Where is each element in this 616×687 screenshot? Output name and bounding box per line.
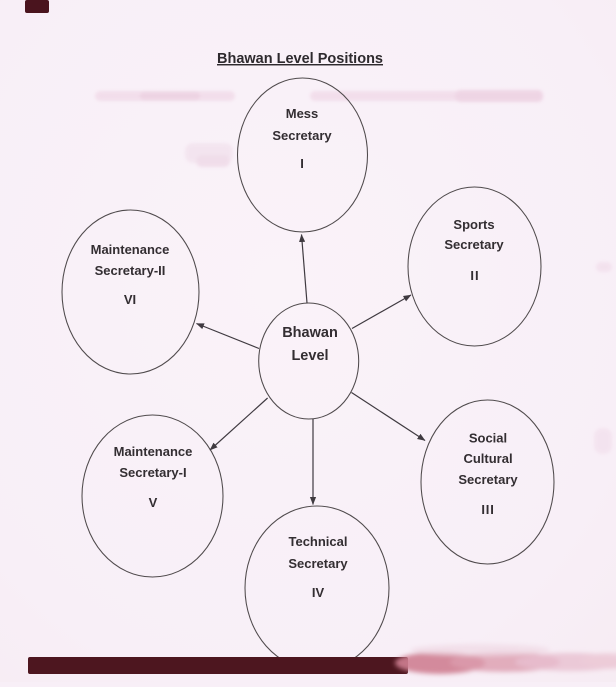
svg-text:Social: Social (469, 431, 507, 446)
svg-text:Secretary: Secretary (458, 472, 518, 487)
svg-text:VI: VI (124, 292, 136, 307)
svg-text:Technical: Technical (288, 534, 347, 549)
svg-text:Secretary-II: Secretary-II (95, 263, 166, 278)
svg-text:Secretary: Secretary (288, 556, 348, 571)
svg-text:Level: Level (291, 348, 328, 364)
svg-text:Secretary-I: Secretary-I (119, 465, 186, 480)
svg-text:Cultural: Cultural (463, 451, 512, 466)
svg-text:II: II (470, 268, 479, 283)
svg-text:Secretary: Secretary (444, 237, 504, 252)
svg-text:Maintenance: Maintenance (91, 242, 170, 257)
svg-text:IV: IV (312, 585, 325, 600)
svg-text:V: V (149, 495, 158, 510)
svg-text:Bhawan: Bhawan (282, 325, 338, 341)
svg-text:Bhawan Level Positions: Bhawan Level Positions (217, 51, 383, 67)
svg-text:Sports: Sports (453, 217, 494, 232)
svg-text:Secretary: Secretary (272, 128, 332, 143)
svg-text:I: I (300, 156, 304, 171)
svg-text:Mess: Mess (286, 106, 319, 121)
svg-text:III: III (481, 502, 494, 517)
svg-text:Maintenance: Maintenance (114, 444, 193, 459)
